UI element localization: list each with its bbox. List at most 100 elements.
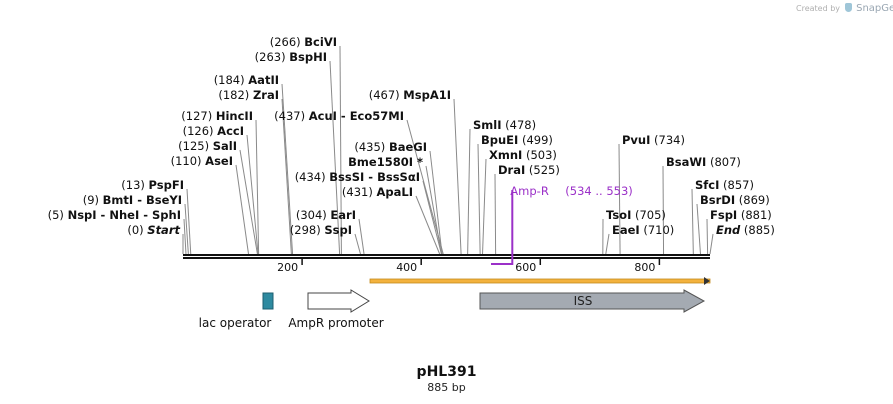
site-drai[interactable]: DraI (525) — [498, 163, 560, 177]
site-label[interactable]: (263) BspHI — [255, 50, 327, 64]
site-sali[interactable]: (125) SalI — [178, 139, 237, 153]
site-label[interactable]: (437) AcuI - Eco57MI — [274, 109, 404, 123]
site-label[interactable]: (125) SalI — [178, 139, 237, 153]
site-fspi[interactable]: FspI (881) — [710, 208, 772, 222]
site-pvui[interactable]: PvuI (734) — [622, 133, 685, 147]
site-bsphi[interactable]: (263) BspHI — [255, 50, 327, 64]
site-label[interactable]: DraI (525) — [498, 163, 560, 177]
site-position: (705) — [631, 208, 666, 222]
site-name: ApaLI — [377, 185, 414, 199]
site-label[interactable]: XmnI (503) — [489, 148, 557, 162]
site-position: (434) — [295, 170, 330, 184]
site-name: TsoI — [606, 208, 631, 222]
site-name: Start — [147, 223, 180, 237]
site-line — [339, 45, 342, 255]
feature-label-lac-operator: lac operator — [199, 316, 272, 330]
site-label[interactable]: (434) BssSI - BssSαI — [295, 170, 420, 184]
site-name: MspA1I — [403, 88, 451, 102]
site-bme1580i[interactable]: Bme1580I * — [348, 155, 423, 169]
site-label[interactable]: (184) AatII — [214, 73, 279, 87]
site-line — [618, 143, 621, 255]
site-label[interactable]: SmlI (478) — [473, 118, 536, 132]
site-line — [358, 218, 365, 255]
site-pspfi[interactable]: (13) PspFI — [121, 178, 184, 192]
site-asei[interactable]: (110) AseI — [171, 154, 233, 168]
site-mspa1i[interactable]: (467) MspA1I — [369, 88, 451, 102]
site-bpuei[interactable]: BpuEI (499) — [481, 133, 553, 147]
site-label[interactable]: BpuEI (499) — [481, 133, 553, 147]
primer-range: (534 .. 553) — [565, 184, 633, 198]
site-bsrdi[interactable]: BsrDI (869) — [700, 193, 770, 207]
site-nspi[interactable]: (5) NspI - NheI - SphI — [48, 208, 181, 222]
site-end[interactable]: End (885) — [716, 223, 775, 237]
site-name: BpuEI — [481, 133, 518, 147]
site-position: (885) — [740, 223, 775, 237]
feature-ampr-promoter[interactable] — [307, 289, 370, 313]
site-label[interactable]: End (885) — [716, 223, 775, 237]
site-label[interactable]: PvuI (734) — [622, 133, 685, 147]
site-label[interactable]: (304) EarI — [296, 208, 356, 222]
feature-lac-operator[interactable] — [262, 292, 274, 310]
site-label[interactable]: (110) AseI — [171, 154, 233, 168]
site-position: (5) — [48, 208, 68, 222]
site-position: (0) — [127, 223, 147, 237]
site-bmti[interactable]: (9) BmtI - BseYI — [83, 193, 182, 207]
site-eaei[interactable]: EaeI (710) — [612, 223, 674, 237]
site-acci[interactable]: (126) AccI — [183, 124, 244, 138]
site-label[interactable]: (266) BciVI — [270, 35, 337, 49]
site-zrai[interactable]: (182) ZraI — [218, 88, 279, 102]
site-smli[interactable]: SmlI (478) — [473, 118, 536, 132]
site-line — [429, 150, 443, 255]
site-label[interactable]: (127) HincII — [181, 109, 253, 123]
site-label[interactable]: SfcI (857) — [695, 178, 754, 192]
site-line — [477, 143, 481, 255]
site-start[interactable]: (0) Start — [127, 223, 180, 237]
feature-iss[interactable] — [479, 289, 706, 313]
site-label[interactable]: EaeI (710) — [612, 223, 674, 237]
site-label[interactable]: (467) MspA1I — [369, 88, 451, 102]
site-bcivi[interactable]: (266) BciVI — [270, 35, 337, 49]
site-line — [415, 195, 441, 255]
site-label[interactable]: (435) BaeGI — [354, 140, 427, 154]
credit-prefix: Created by — [796, 4, 841, 13]
site-tsoi[interactable]: TsoI (705) — [606, 208, 666, 222]
site-bsssi[interactable]: (434) BssSI - BssSαI — [295, 170, 420, 184]
site-label[interactable]: FspI (881) — [710, 208, 772, 222]
site-bsawi[interactable]: BsaWI (807) — [666, 155, 741, 169]
site-name: BsrDI — [700, 193, 735, 207]
site-label[interactable]: (431) ApaLI — [342, 185, 413, 199]
site-line — [706, 218, 709, 255]
site-label[interactable]: (9) BmtI - BseYI — [83, 193, 182, 207]
site-hincii[interactable]: (127) HincII — [181, 109, 253, 123]
site-label[interactable]: (182) ZraI — [218, 88, 279, 102]
site-label[interactable]: (298) SspI — [290, 223, 352, 237]
site-eari[interactable]: (304) EarI — [296, 208, 356, 222]
site-line — [354, 233, 361, 255]
site-name: BssSI - BssSαI — [329, 170, 420, 184]
site-label[interactable]: (0) Start — [127, 223, 180, 237]
site-position: (807) — [706, 155, 741, 169]
site-label[interactable]: (13) PspFI — [121, 178, 184, 192]
site-label[interactable]: BsrDI (869) — [700, 193, 770, 207]
selection-highlight[interactable] — [369, 278, 711, 284]
site-xmni[interactable]: XmnI (503) — [489, 148, 557, 162]
site-label[interactable]: (126) AccI — [183, 124, 244, 138]
plasmid-name: pHL391 — [416, 364, 477, 380]
site-line — [406, 119, 444, 255]
site-position: (437) — [274, 109, 309, 123]
primer-amp-r[interactable]: Amp-R(534 .. 553) — [490, 184, 633, 265]
site-sfci[interactable]: SfcI (857) — [695, 178, 754, 192]
site-position: (298) — [290, 223, 325, 237]
site-baegi[interactable]: (435) BaeGI — [354, 140, 427, 154]
site-label[interactable]: TsoI (705) — [606, 208, 666, 222]
site-position: (710) — [640, 223, 675, 237]
site-label[interactable]: (5) NspI - NheI - SphI — [48, 208, 181, 222]
site-sspi[interactable]: (298) SspI — [290, 223, 352, 237]
site-aatii[interactable]: (184) AatII — [214, 73, 279, 87]
site-acui[interactable]: (437) AcuI - Eco57MI — [274, 109, 404, 123]
site-apali[interactable]: (431) ApaLI — [342, 185, 413, 199]
site-label[interactable]: Bme1580I * — [348, 155, 423, 169]
site-position: (126) — [183, 124, 218, 138]
site-label[interactable]: BsaWI (807) — [666, 155, 741, 169]
